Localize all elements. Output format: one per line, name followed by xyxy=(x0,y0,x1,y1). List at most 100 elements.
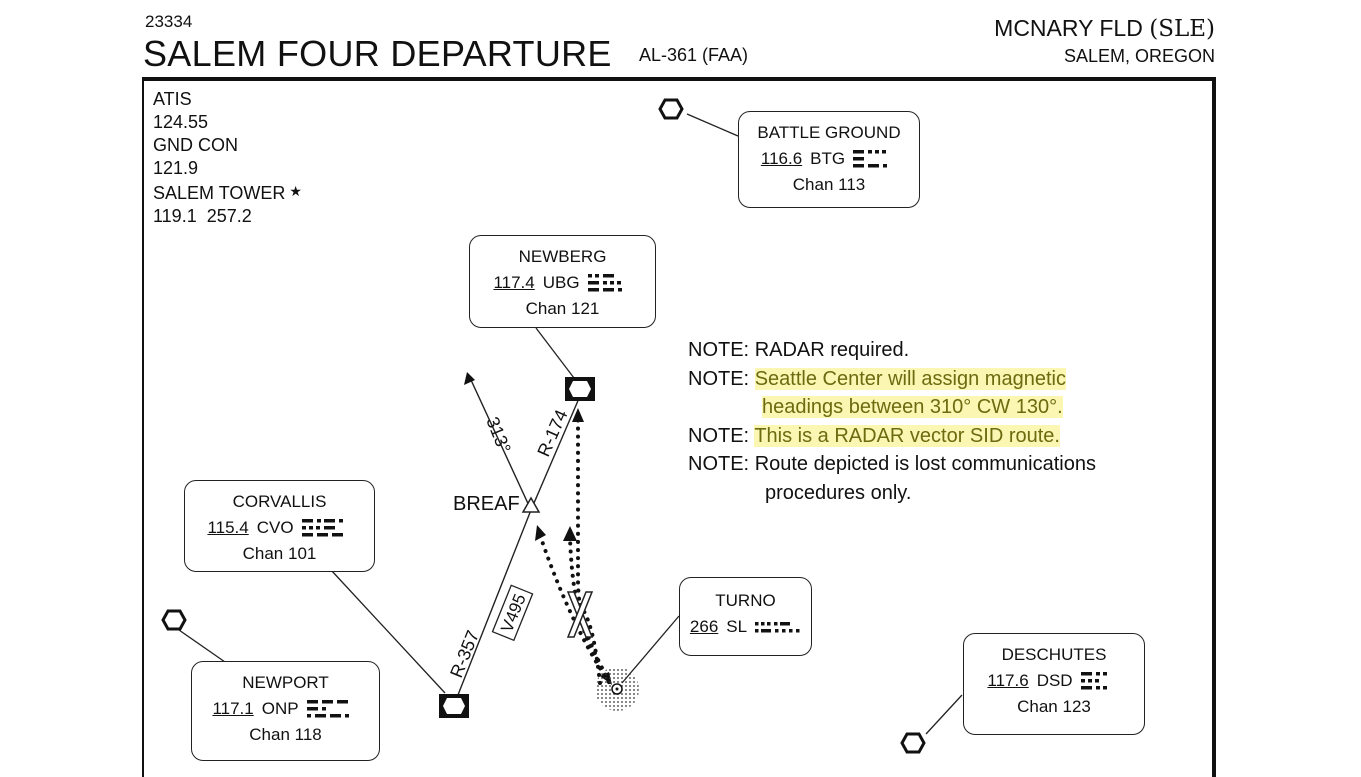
note-text-highlighted: Seattle Center will assign magnetic xyxy=(754,367,1066,390)
navaid-ident: DSD xyxy=(1036,671,1073,690)
navaid-name: DESCHUTES xyxy=(1001,645,1107,664)
navaid-freq-row: 117.6 DSD xyxy=(964,668,1144,694)
r357-course-line xyxy=(453,509,532,706)
navaid-frequency: 266 xyxy=(689,617,719,636)
note-text-highlighted: headings between 310° CW 130°. xyxy=(762,396,1063,419)
turno-leader-line xyxy=(621,615,680,684)
airport-location: SALEM, OREGON xyxy=(1063,46,1215,66)
note-text: RADAR required. xyxy=(754,339,910,361)
fix-label: BREAF xyxy=(453,493,520,515)
note-label: NOTE: xyxy=(688,367,750,390)
note-lost-comms: NOTE: Route depicted is lost communicati… xyxy=(688,450,1096,479)
heading-label: 313° xyxy=(482,414,514,456)
navaid-box-deschutes: DESCHUTES 117.6 DSD Chan 123 xyxy=(963,633,1145,735)
notes-block: NOTE: RADAR required. NOTE: Seattle Cent… xyxy=(688,336,1096,508)
navaid-name: NEWBERG xyxy=(518,247,607,266)
navaid-freq-row: 117.1 ONP xyxy=(192,696,379,722)
navaid-freq-row: 116.6 BTG xyxy=(739,146,919,172)
navaid-frequency: 117.6 xyxy=(987,671,1029,690)
tower-label: SALEM TOWER★ xyxy=(153,180,302,205)
navaid-frequency: 117.4 xyxy=(493,273,535,292)
fix-triangle-icon xyxy=(521,496,541,513)
note-label: NOTE: xyxy=(688,339,750,361)
navaid-box-battle-ground: BATTLE GROUND 116.6 BTG Chan 113 xyxy=(738,111,920,208)
note-seattle-center: NOTE: Seattle Center will assign magneti… xyxy=(688,365,1096,394)
radial-label-newberg: R-174 xyxy=(533,407,571,460)
navaid-channel: Chan 113 xyxy=(792,175,866,194)
note-label: NOTE: xyxy=(688,453,750,476)
chart-code: AL-361 (FAA) xyxy=(639,45,749,65)
morse-code-icon xyxy=(853,150,888,168)
navaid-ident: UBG xyxy=(542,273,580,292)
airport-name: MCNARY FLD (SLE) xyxy=(994,15,1215,42)
morse-code-icon xyxy=(301,519,343,537)
track-to-newberg xyxy=(576,413,611,684)
heading-arrow-icon xyxy=(464,372,475,385)
navaid-freq-row: 266 SL xyxy=(680,614,811,640)
navaid-box-newport: NEWPORT 117.1 ONP Chan 118 xyxy=(191,661,380,761)
vortac-icon xyxy=(565,377,595,401)
navaid-box-newberg: NEWBERG 117.4 UBG Chan 121 xyxy=(469,235,656,328)
ubg-leader-line xyxy=(535,327,575,379)
navaid-channel: Chan 118 xyxy=(249,725,322,744)
dsd-leader-line xyxy=(925,694,963,735)
ndb-icon xyxy=(595,667,639,711)
vor-icon xyxy=(161,609,187,631)
navaid-channel: Chan 121 xyxy=(525,299,600,318)
ground-label: GND CON xyxy=(153,135,238,155)
airport-ident: (SLE) xyxy=(1149,16,1215,42)
navaid-freq-row: 117.4 UBG xyxy=(470,270,655,296)
btg-leader-line xyxy=(686,113,739,137)
navaid-channel: Chan 123 xyxy=(1017,697,1091,716)
vortac-icon xyxy=(439,694,469,718)
navaid-name: CORVALLIS xyxy=(232,492,327,511)
note-radar-required: NOTE: RADAR required. xyxy=(688,336,1096,365)
arrowhead-icon xyxy=(572,408,584,422)
track-crossing-marker xyxy=(566,591,594,638)
note-text: procedures only. xyxy=(765,481,912,504)
radial-label-corvallis: R-357 xyxy=(446,628,483,681)
vor-icon xyxy=(658,98,684,120)
navaid-name: BATTLE GROUND xyxy=(757,123,901,142)
navaid-box-corvallis: CORVALLIS 115.4 CVO Chan 101 xyxy=(184,480,375,572)
morse-code-icon xyxy=(1080,672,1107,690)
note-label: NOTE: xyxy=(688,424,750,447)
note-text: Route depicted is lost communications xyxy=(754,453,1096,476)
note-text-highlighted: This is a RADAR vector SID route. xyxy=(754,424,1060,447)
atis-label: ATIS xyxy=(153,89,192,109)
chart-frame xyxy=(142,77,1216,777)
r174-course-line xyxy=(530,395,581,511)
cvo-leader-line xyxy=(330,569,446,694)
departure-tracks xyxy=(538,413,611,685)
note-radar-vector: NOTE: This is a RADAR vector SID route. xyxy=(688,422,1096,451)
navaid-ident: CVO xyxy=(256,518,294,537)
ground-frequency: 121.9 xyxy=(153,158,199,178)
airport-name-text: MCNARY FLD xyxy=(994,15,1143,41)
navaid-frequency: 117.1 xyxy=(212,699,254,718)
navaid-name: TURNO xyxy=(715,591,776,610)
morse-code-icon xyxy=(755,622,800,633)
arrowhead-icon xyxy=(535,525,546,541)
morse-code-icon xyxy=(587,274,622,292)
navaid-name: NEWPORT xyxy=(242,673,329,692)
navaid-ident: SL xyxy=(726,617,748,636)
navaid-channel: Chan 101 xyxy=(242,544,317,563)
navaid-frequency: 115.4 xyxy=(207,518,249,537)
note-seattle-center-continued: headings between 310° CW 130°. xyxy=(688,393,1096,422)
star-icon: ★ xyxy=(289,183,302,199)
navaid-freq-row: 115.4 CVO xyxy=(185,515,374,541)
heading-313-line xyxy=(470,379,532,511)
navaid-frequency: 116.6 xyxy=(760,149,803,168)
tower-frequency: 119.1 257.2 xyxy=(153,206,252,226)
atis-frequency: 124.55 xyxy=(153,112,209,132)
navaid-ident: BTG xyxy=(810,149,846,168)
procedure-title: SALEM FOUR DEPARTURE xyxy=(143,33,612,74)
navaid-box-turno: TURNO 266 SL xyxy=(679,577,812,656)
morse-code-icon xyxy=(306,700,349,718)
arrowhead-icon xyxy=(563,526,577,541)
vor-icon xyxy=(900,732,926,754)
note-lost-comms-continued: procedures only. xyxy=(688,479,1096,508)
onp-leader-line xyxy=(178,629,226,663)
navaid-ident: ONP xyxy=(261,699,299,718)
